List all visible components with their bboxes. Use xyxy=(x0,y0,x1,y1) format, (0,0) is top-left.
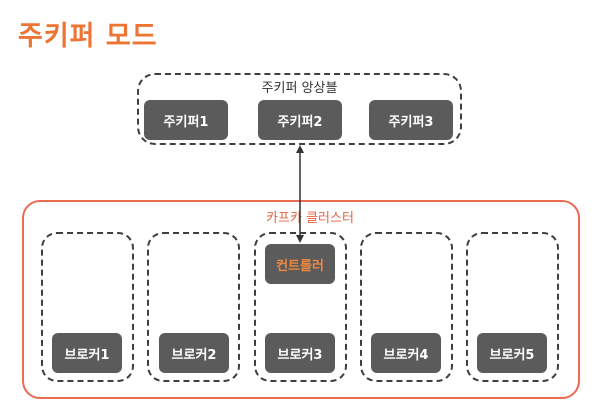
arrowhead-down xyxy=(296,235,304,243)
broker-node-3: 브로커3 xyxy=(265,333,335,373)
broker-node-4: 브로커4 xyxy=(371,333,441,373)
zookeeper-node-3: 주키퍼3 xyxy=(369,100,453,140)
zookeeper-ensemble-box xyxy=(137,73,462,145)
zookeeper-node-1: 주키퍼1 xyxy=(144,100,228,140)
kafka-cluster-label: 카프카 클러스터 xyxy=(266,211,354,226)
broker-box-1 xyxy=(41,232,134,382)
broker-box-5 xyxy=(466,232,559,382)
broker-box-4 xyxy=(360,232,453,382)
zookeeper-ensemble-label: 주키퍼 앙상블 xyxy=(261,81,338,96)
broker-box-2 xyxy=(147,232,240,382)
kafka-cluster-box xyxy=(22,200,580,399)
controller-node: 컨트롤러 xyxy=(265,244,335,284)
zookeeper-node-2: 주키퍼2 xyxy=(258,100,342,140)
arrowhead-up xyxy=(296,145,304,153)
broker-node-1: 브로커1 xyxy=(52,333,122,373)
broker-node-5: 브로커5 xyxy=(477,333,547,373)
broker-node-2: 브로커2 xyxy=(159,333,229,373)
page-title: 주키퍼 모드 xyxy=(18,21,158,52)
